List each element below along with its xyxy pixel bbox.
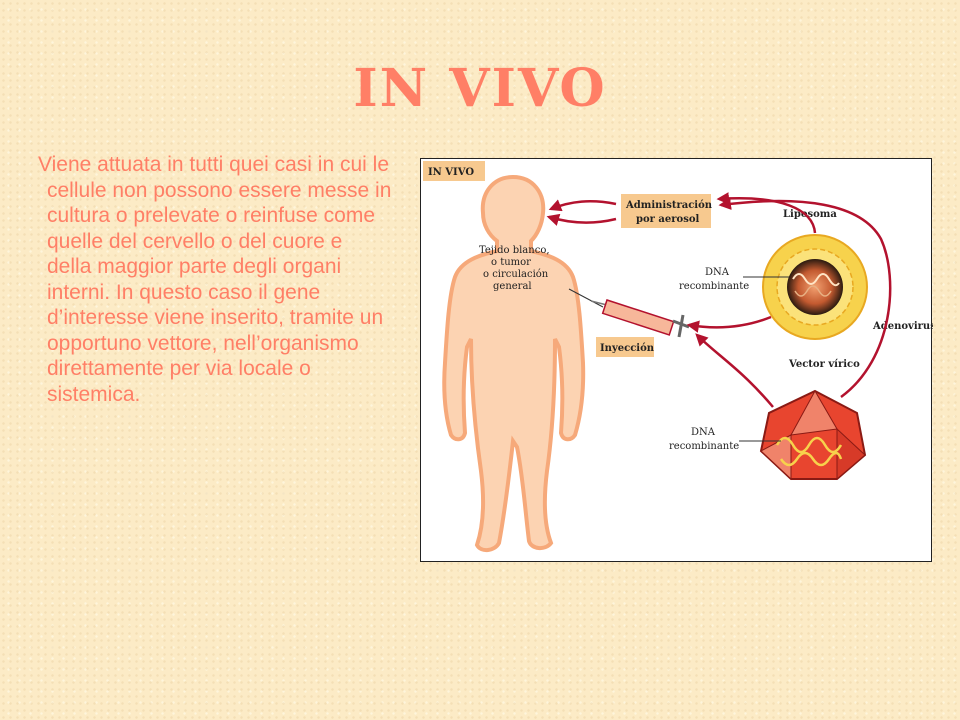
liposome-label: Liposoma [783, 209, 837, 220]
vector-label: Vector vírico [788, 359, 860, 370]
slide-title: IN VIVO [353, 58, 607, 119]
tissue-pointer-line [568, 288, 604, 308]
syringe-icon [590, 299, 690, 338]
tissue-label-line: Tejido blanco, [479, 245, 550, 256]
adenovirus-to-aerosol-arrow [718, 197, 892, 399]
aerosol-label-line: por aerosol [636, 214, 699, 225]
liposome-icon [762, 234, 868, 340]
body-paragraph: Viene attuata in tutti quei casi in cui … [38, 153, 392, 406]
tissue-label-line: general [493, 281, 532, 292]
dna-label-line: recombinante [669, 441, 739, 452]
injection-label-box [596, 337, 654, 357]
injection-label: Inyección [600, 343, 655, 354]
dna-label-line: DNA [705, 267, 730, 278]
tissue-label-line: o circulación [483, 269, 549, 280]
figure-tag: IN VIVO [428, 167, 474, 178]
human-silhouette [442, 174, 586, 552]
dna-label-liposome: DNA recombinante [679, 267, 749, 292]
aerosol-arrow [546, 213, 617, 226]
dna-label-line: recombinante [679, 281, 749, 292]
tissue-label: Tejido blanco, o tumor o circulación gen… [479, 245, 553, 292]
adenovirus-to-injection-arrow [695, 333, 774, 408]
tissue-label-line: o tumor [491, 257, 531, 268]
aerosol-arrow [548, 199, 617, 212]
adenovirus-label: Adenovirus [872, 321, 933, 332]
in-vivo-diagram: IN VIVO Tejido blanco, o tumor o circula… [423, 161, 933, 552]
liposome-to-aerosol-arrow [716, 192, 817, 234]
adenovirus-icon [759, 389, 867, 481]
figure-tag-box [423, 161, 485, 181]
aerosol-label-line: Administración [625, 200, 713, 211]
in-vivo-figure: IN VIVO Tejido blanco, o tumor o circula… [420, 158, 933, 562]
dna-label-adenovirus: DNA recombinante [669, 427, 739, 452]
aerosol-label-box [621, 194, 711, 228]
aerosol-label: Administración por aerosol [625, 200, 716, 225]
dna-label-line: DNA [691, 427, 716, 438]
liposome-to-injection-arrow [686, 315, 772, 333]
